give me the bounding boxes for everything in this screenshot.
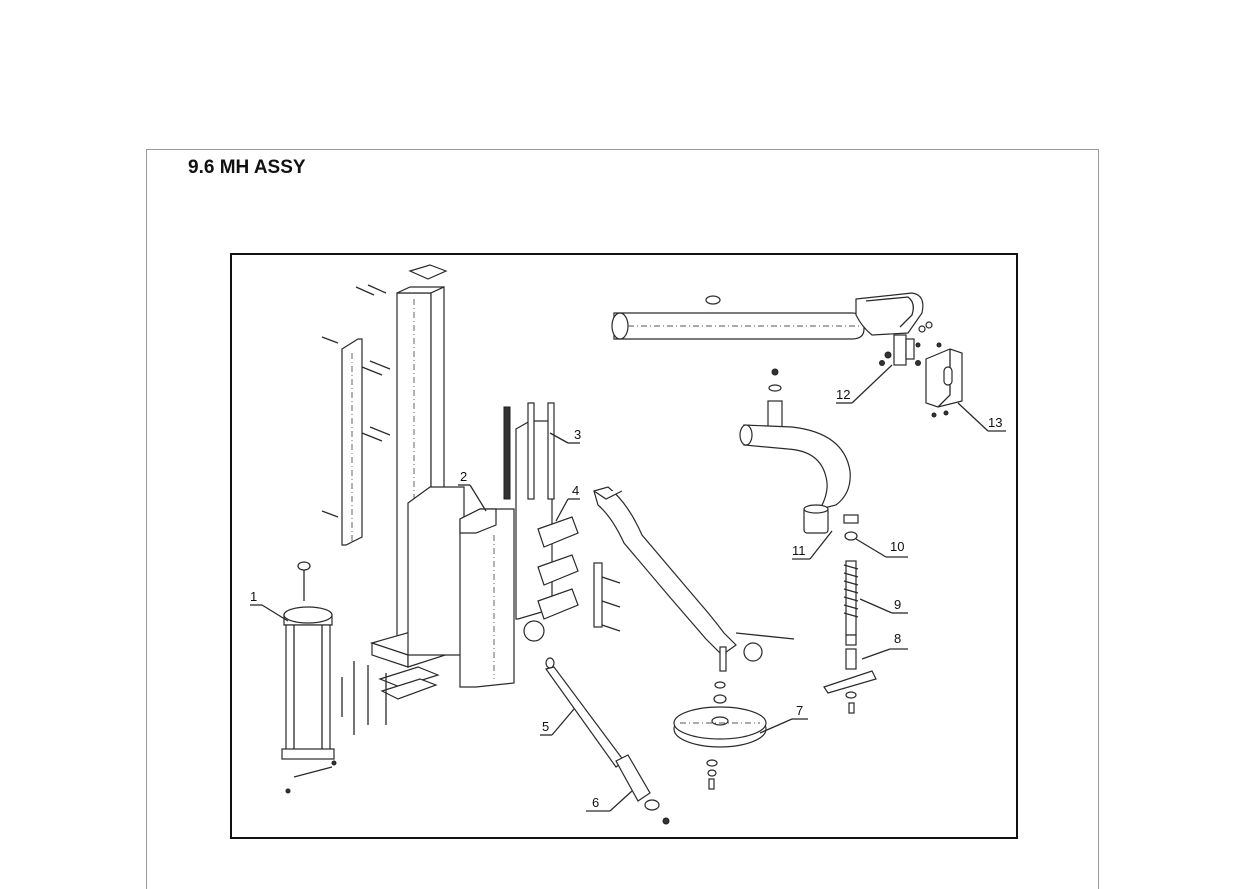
spring-shaft-part	[843, 514, 859, 646]
carriage-part	[407, 486, 515, 688]
callout-3: 3	[574, 427, 581, 442]
callout-7: 7	[796, 703, 803, 718]
foot-plate-part	[673, 681, 767, 790]
drawing-canvas: 1 2 3 4 5 6 7 8 9 10 11 12 13	[250, 264, 1006, 825]
callout-10: 10	[890, 539, 904, 554]
callout-13: 13	[988, 415, 1002, 430]
control-box-part	[925, 342, 963, 418]
section-title: 9.6 MH ASSY	[188, 157, 306, 178]
curved-arm-part	[739, 368, 851, 534]
callout-9: 9	[894, 597, 901, 612]
hinge-bracket-part	[523, 516, 621, 642]
page-frame	[146, 149, 1099, 889]
bent-arm-part	[593, 486, 795, 672]
piston-rod-part	[544, 657, 670, 825]
callout-numbers: 1 2 3 4 5 6 7 8 9 10 11 12 13	[250, 387, 1002, 810]
upper-arm-part	[611, 292, 933, 340]
callout-4: 4	[572, 483, 579, 498]
callout-2: 2	[460, 469, 467, 484]
main-column-part	[321, 264, 467, 735]
callout-5: 5	[542, 719, 549, 734]
lift-cylinder-part	[281, 561, 337, 794]
callout-leaders	[250, 364, 1006, 812]
callout-8: 8	[894, 631, 901, 646]
clamp-bracket-part	[823, 648, 877, 714]
callout-6: 6	[592, 795, 599, 810]
callout-1: 1	[250, 589, 257, 604]
exploded-assembly-drawing: 1 2 3 4 5 6 7 8 9 10 11 12 13	[230, 253, 1018, 839]
callout-12: 12	[836, 387, 850, 402]
switch-block-part	[879, 334, 921, 366]
callout-11: 11	[792, 543, 806, 558]
